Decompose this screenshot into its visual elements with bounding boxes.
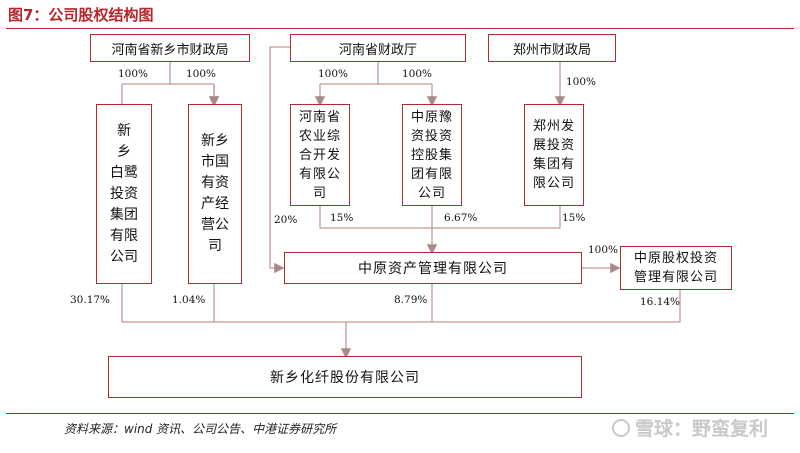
pct-sasac-company: 1.04% [172,294,206,306]
pct-asset-company: 8.79% [394,294,428,306]
pct-asset-equity: 100% [588,244,619,256]
figure-title: 图7：公司股权结构图 [8,6,154,24]
zhengzhou-development-investment: 郑州发 展投资 集团有 限公司 [524,104,584,206]
pct-agri-asset: 15% [330,212,354,224]
title-rule [6,28,794,29]
pct-yu-asset: 6.67% [444,212,478,224]
zhengzhou-finance-bureau: 郑州市财政局 [488,34,616,62]
pct-zz-dev: 100% [566,76,597,88]
xinxiang-sasac-label: 新乡 市国 有资 产经 营公 司 [201,133,229,254]
henan-finance-department: 河南省财政厅 [290,34,466,62]
pct-bailu-company: 30.17% [70,294,111,306]
pct-henan-agri: 100% [318,68,349,80]
watermark: 雪球：野蛮复利 [612,414,768,441]
henan-agri-label: 河南省 农业综 合开发 有限公 司 [298,109,341,201]
zhongyuan-yuzi-holding: 中原豫 资投资 控股集 团有限 公司 [402,104,462,206]
zhengzhou-dev-label: 郑州发 展投资 集团有 限公司 [532,119,575,191]
xinxiang-chemical-fiber: 新乡化纤股份有限公司 [108,356,582,398]
pct-xx-bailu: 100% [118,68,149,80]
watermark-text: 雪球：野蛮复利 [635,418,769,440]
henan-agri-development: 河南省 农业综 合开发 有限公 司 [290,104,350,206]
pct-xx-sasac: 100% [186,68,217,80]
xinxiang-finance-bureau: 河南省新乡市财政局 [90,34,250,62]
zhongyuan-equity-label: 中原股权投资 管理有限公司 [633,251,718,285]
zhongyuan-equity-investment: 中原股权投资 管理有限公司 [620,246,732,290]
zhongyuan-asset-management: 中原资产管理有限公司 [284,252,582,284]
xinxiang-state-assets-company: 新乡 市国 有资 产经 营公 司 [188,104,242,284]
footer-rule [6,413,794,414]
pct-henan-asset: 20% [274,214,298,226]
snowball-icon [612,418,630,437]
bailu-label: 新 乡 白鹭 投资 集团 有限 公司 [110,122,138,265]
bailu-investment-group: 新 乡 白鹭 投资 集团 有限 公司 [96,104,152,284]
pct-henan-yu: 100% [402,68,433,80]
source-note: 资料来源：wind 资讯、公司公告、中港证券研究所 [64,422,337,436]
pct-equity-company: 16.14% [640,296,681,308]
pct-zzdev-asset: 15% [562,212,586,224]
zhongyuan-yu-label: 中原豫 资投资 控股集 团有限 公司 [410,109,453,201]
